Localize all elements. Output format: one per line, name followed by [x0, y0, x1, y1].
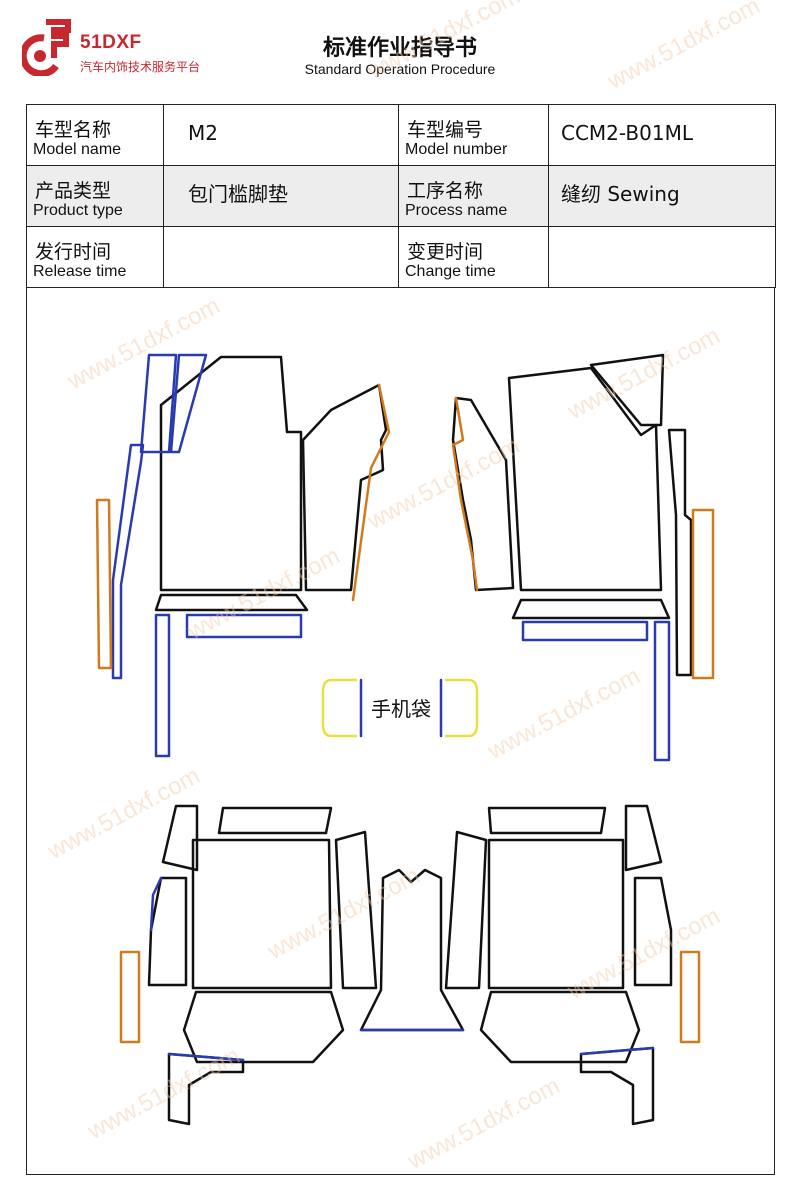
phone-pocket-right	[444, 678, 479, 738]
brand-logo: 51DXF 汽车内饰技术服务平台	[22, 18, 232, 78]
mat-piece-front-right-top-corner	[589, 353, 665, 427]
info-row-model: 车型名称 Model name M2 车型编号 Model number CCM…	[26, 104, 776, 166]
model-name-label-en: Model name	[33, 141, 122, 158]
mat-piece-front-left-lower-bar	[185, 613, 303, 639]
phone-pocket-label: 手机袋	[371, 697, 431, 721]
change-time-label-cn: 变更时间	[407, 241, 484, 263]
mat-binding-rear-left-outer	[119, 950, 141, 1044]
mat-binding-left-outer	[95, 498, 113, 670]
model-name-value-cell: M2	[163, 104, 399, 166]
mat-piece-front-left-side	[111, 443, 145, 680]
pattern-figure: 手机袋	[26, 288, 775, 1175]
process-name-value: 缝纫 Sewing	[561, 182, 680, 206]
product-type-value-cell: 包门槛脚垫	[163, 165, 399, 227]
mat-piece-front-right-vertical-bar	[653, 620, 671, 762]
brand-name: 51DXF	[80, 32, 142, 53]
mat-binding-rear-left-heel	[167, 1052, 245, 1062]
release-time-label-en: Release time	[33, 263, 127, 280]
mat-piece-rear-left-lower	[182, 990, 345, 1064]
product-type-label-en: Product type	[33, 202, 123, 219]
product-type-value: 包门槛脚垫	[188, 182, 288, 206]
mat-piece-rear-right-top-bar	[487, 806, 607, 835]
model-number-label-cn: 车型编号	[407, 119, 484, 141]
mat-binding-right-door	[451, 396, 479, 592]
release-time-label-cell: 发行时间 Release time	[26, 226, 164, 288]
document-title: 标准作业指导书	[322, 36, 477, 61]
mat-piece-front-right-lower-bar	[521, 620, 649, 642]
mat-piece-front-right-main	[507, 366, 663, 592]
change-time-value-cell	[548, 226, 776, 288]
product-type-label-cell: 产品类型 Product type	[26, 165, 164, 227]
model-number-label-cell: 车型编号 Model number	[398, 104, 549, 166]
release-time-label-cn: 发行时间	[35, 241, 112, 263]
mat-piece-rear-right-main	[487, 838, 625, 990]
model-number-value: CCM2-B01ML	[561, 121, 693, 145]
mat-piece-rear-left-heel	[167, 1052, 245, 1126]
mat-piece-center-tunnel	[359, 868, 465, 1032]
mat-binding-left-door	[351, 383, 391, 602]
mat-piece-front-left-bottom	[154, 593, 309, 612]
model-number-value-cell: CCM2-B01ML	[548, 104, 776, 166]
model-name-label-cn: 车型名称	[35, 119, 112, 141]
document-subtitle: Standard Operation Procedure	[304, 61, 496, 77]
mat-piece-front-left-strip-a	[139, 353, 178, 454]
release-time-value-cell	[163, 226, 399, 288]
mat-piece-left-door-sill	[301, 383, 388, 592]
mat-piece-front-left-main	[159, 355, 303, 592]
mat-piece-rear-right-heel	[579, 1046, 655, 1126]
mat-pattern-diagram: 手机袋	[95, 353, 715, 1126]
mat-piece-rear-left-main	[191, 838, 333, 990]
product-type-label-cn: 产品类型	[35, 180, 112, 202]
mat-piece-rear-right-corner	[624, 804, 663, 872]
process-name-label-cn: 工序名称	[407, 180, 484, 202]
model-name-value: M2	[188, 121, 218, 145]
brand-tagline: 汽车内饰技术服务平台	[80, 60, 201, 74]
process-name-label-cell: 工序名称 Process name	[398, 165, 549, 227]
mat-piece-rear-left-top-bar	[217, 806, 333, 835]
model-name-label-cell: 车型名称 Model name	[26, 104, 164, 166]
mat-binding-rear-right-heel	[579, 1046, 655, 1056]
change-time-label-en: Change time	[405, 263, 496, 280]
mat-binding-rear-right-outer	[679, 950, 701, 1044]
mat-piece-rear-right-sill	[444, 830, 488, 990]
info-table: 车型名称 Model name M2 车型编号 Model number CCM…	[26, 104, 776, 288]
model-number-label-en: Model number	[405, 141, 508, 158]
phone-pocket-left	[321, 678, 358, 738]
process-name-value-cell: 缝纫 Sewing	[548, 165, 776, 227]
mat-piece-front-right-bottom	[511, 598, 671, 620]
mat-binding-rear-left-side	[149, 876, 163, 932]
mat-piece-front-left-vertical-bar	[154, 613, 171, 758]
process-name-label-en: Process name	[405, 202, 508, 219]
document-header: 51DXF 汽车内饰技术服务平台 标准作业指导书 Standard Operat…	[0, 0, 800, 100]
info-row-product: 产品类型 Product type 包门槛脚垫 工序名称 Process nam…	[26, 165, 776, 227]
mat-piece-rear-left-sill	[334, 830, 378, 990]
mat-piece-front-right-side	[667, 428, 693, 677]
mat-binding-right-outer	[691, 508, 715, 680]
mat-piece-rear-left-corner	[161, 804, 199, 872]
info-row-time: 发行时间 Release time 变更时间 Change time	[26, 226, 776, 288]
mat-piece-rear-right-lower	[479, 990, 641, 1064]
brand-logo-mark-icon	[22, 19, 71, 76]
mat-piece-front-left-strip-b	[169, 353, 208, 454]
change-time-label-cell: 变更时间 Change time	[398, 226, 549, 288]
mat-piece-rear-right-side	[633, 876, 673, 987]
